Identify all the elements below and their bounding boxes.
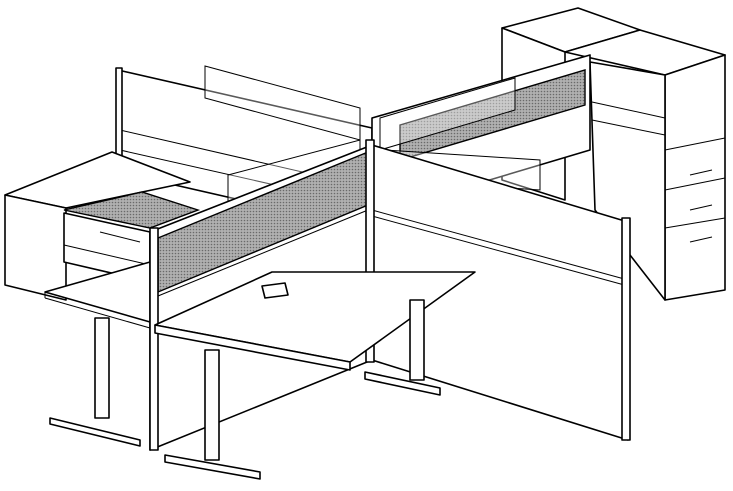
drawer-handle (689, 236, 713, 243)
desk-foot (49, 417, 141, 447)
panel-post (621, 217, 631, 441)
panel-post (149, 227, 159, 451)
drawer-handle (689, 204, 713, 211)
desk-main (154, 271, 476, 480)
drawer-handle (99, 231, 141, 243)
desk-foot (164, 454, 261, 480)
panel-front-right (365, 139, 631, 441)
desk-leg (204, 349, 220, 461)
desk-leg (94, 317, 110, 419)
drawer-handle (689, 169, 713, 176)
desk-leg (409, 299, 425, 381)
credenza-left (4, 151, 201, 301)
glass-screen (379, 77, 516, 151)
panel-post (365, 139, 375, 363)
desk-foot (364, 371, 441, 396)
grommet (261, 282, 289, 299)
